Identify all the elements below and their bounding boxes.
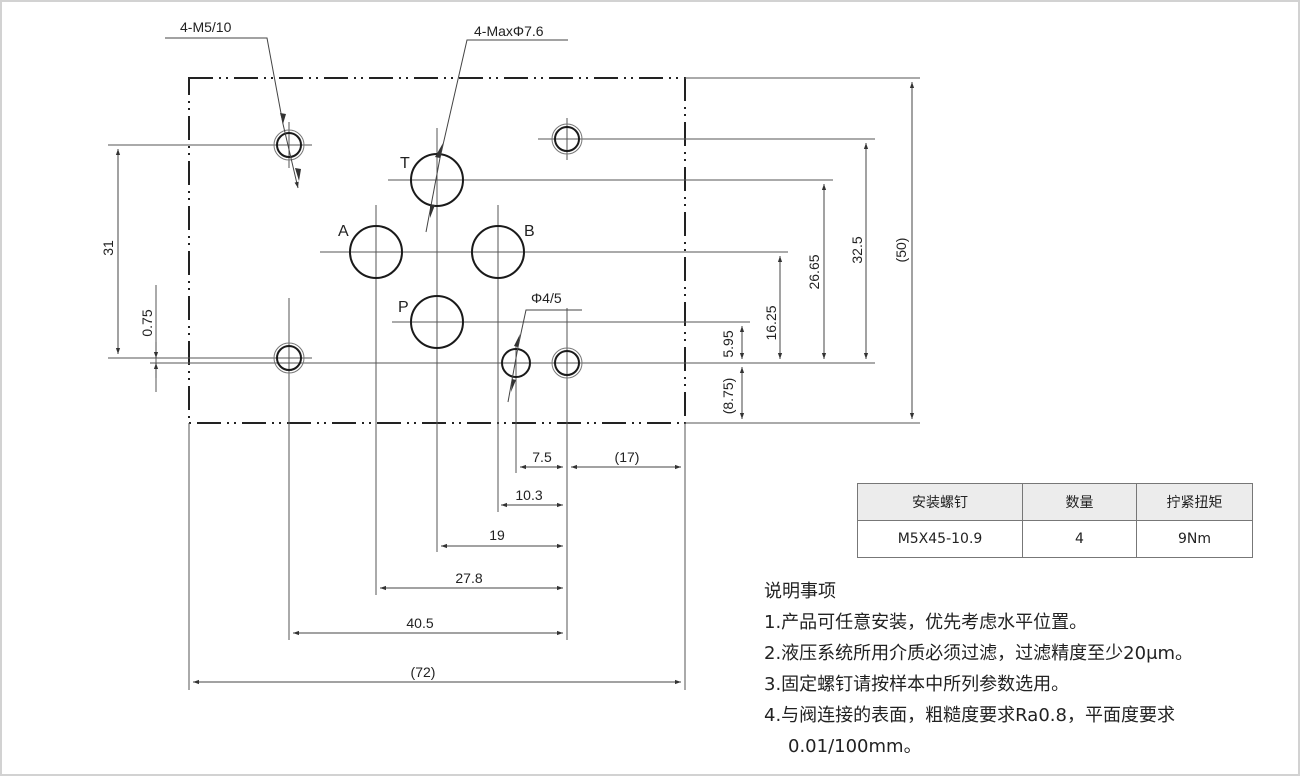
dim-text-10-3: 10.3 xyxy=(515,487,542,503)
screw-spec-table: 安装螺钉 数量 拧紧扭矩 M5X45-10.9 4 9Nm xyxy=(857,483,1253,558)
bolt-hole-bottom-right xyxy=(551,347,583,379)
note-item: 2.液压系统所用介质必须过滤，过滤精度至少20μm。 xyxy=(764,643,1194,664)
bolt-hole-top-left xyxy=(273,129,305,161)
port-a-hole xyxy=(349,225,403,279)
dim-text-16-25: 16.25 xyxy=(763,305,779,340)
notes-title: 说明事项 xyxy=(764,581,836,602)
callout-mounting-threads: 4-M5/10 xyxy=(180,19,232,35)
callout-port-diameter: 4-MaxΦ7.6 xyxy=(474,23,544,39)
header-quantity: 数量 xyxy=(1022,483,1137,521)
note-item: 1.产品可任意安装，优先考虑水平位置。 xyxy=(764,612,1088,633)
port-b-hole xyxy=(471,225,525,279)
note-item-continuation: 0.01/100mm。 xyxy=(788,736,922,757)
dim-text-31: 31 xyxy=(100,240,116,256)
dim-text-7-5: 7.5 xyxy=(532,449,552,465)
header-torque: 拧紧扭矩 xyxy=(1136,483,1253,521)
bolt-hole-bottom-left xyxy=(273,342,305,374)
dim-text-17: (17) xyxy=(615,449,640,465)
dim-text-72: (72) xyxy=(411,664,436,680)
cell-screw: M5X45-10.9 xyxy=(857,520,1023,558)
bolt-hole-top-right xyxy=(551,123,583,155)
port-label-b: B xyxy=(524,223,535,240)
dim-text-overall-height: (50) xyxy=(893,238,909,263)
dim-text-19: 19 xyxy=(489,527,505,543)
pin-hole xyxy=(501,348,531,378)
note-item: 3.固定螺钉请按样本中所列参数选用。 xyxy=(764,674,1070,695)
leaders xyxy=(165,37,582,403)
dim-text-8-75: (8.75) xyxy=(720,378,736,415)
table-row: M5X45-10.9 4 9Nm xyxy=(857,520,1253,558)
header-screw: 安装螺钉 xyxy=(857,483,1023,521)
dim-text-32-5: 32.5 xyxy=(849,236,865,263)
port-label-p: P xyxy=(398,299,409,316)
cell-torque: 9Nm xyxy=(1136,520,1253,558)
table-header-row: 安装螺钉 数量 拧紧扭矩 xyxy=(857,483,1253,521)
note-item: 4.与阀连接的表面，粗糙度要求Ra0.8，平面度要求 xyxy=(764,705,1175,726)
port-label-a: A xyxy=(338,223,349,240)
port-label-t: T xyxy=(400,155,410,172)
port-p-hole xyxy=(410,295,464,349)
holes xyxy=(273,123,583,379)
callout-pin-hole: Φ4/5 xyxy=(531,290,562,306)
cell-quantity: 4 xyxy=(1022,520,1137,558)
dim-text-5-95: 5.95 xyxy=(720,330,736,357)
dim-text-40-5: 40.5 xyxy=(406,615,433,631)
notes-section: 说明事项 1.产品可任意安装，优先考虑水平位置。 2.液压系统所用介质必须过滤，… xyxy=(764,576,1193,762)
dim-text-26-65: 26.65 xyxy=(806,254,822,289)
dim-text-0-75: 0.75 xyxy=(139,309,155,336)
dimension-lines xyxy=(115,82,915,685)
dim-text-27-8: 27.8 xyxy=(455,570,482,586)
